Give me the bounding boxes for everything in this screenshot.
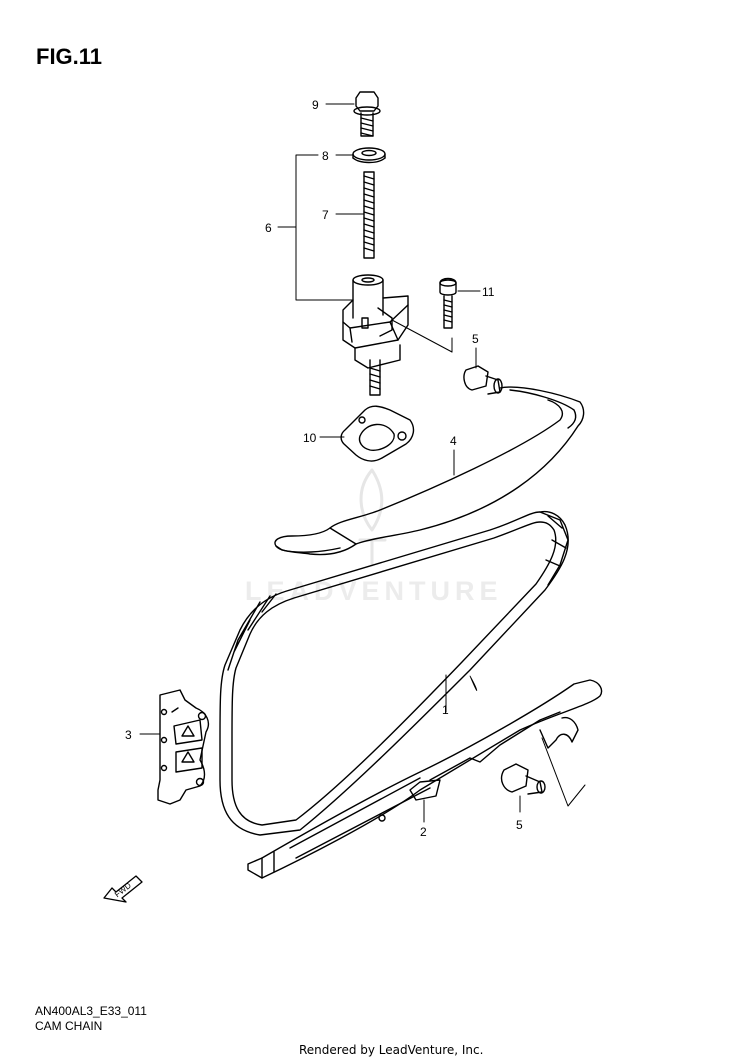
part-2-guide xyxy=(247,679,603,879)
part-1-cam-chain xyxy=(219,510,569,836)
watermark-flame-icon xyxy=(358,468,387,567)
part-10-gasket xyxy=(340,405,415,462)
callout-5-upper: 5 xyxy=(472,332,479,346)
figure-title: FIG.11 xyxy=(36,44,103,69)
callout-9: 9 xyxy=(312,98,319,112)
part-8-washer xyxy=(352,147,386,164)
callout-8: 8 xyxy=(322,149,329,163)
callout-10: 10 xyxy=(303,431,317,445)
part-9-bolt xyxy=(353,91,381,137)
part-5-upper-pivot-bolt xyxy=(463,365,503,395)
part-6-tensioner xyxy=(342,274,453,396)
fwd-arrow-icon xyxy=(103,875,143,903)
callout-5-lower: 5 xyxy=(516,818,523,832)
part-5-lower-pivot-bolt xyxy=(500,763,546,795)
rendered-by-credit: Rendered by LeadVenture, Inc. xyxy=(299,1043,484,1057)
callout-1: 1 xyxy=(442,703,449,717)
callout-7: 7 xyxy=(322,208,329,222)
callout-2: 2 xyxy=(420,825,427,839)
part-3-chain-guide xyxy=(157,689,210,805)
diagram-code: AN400AL3_E33_011 xyxy=(35,1004,147,1018)
part-4-tensioner-guide xyxy=(274,386,585,556)
callout-4: 4 xyxy=(450,434,457,448)
callout-3: 3 xyxy=(125,728,132,742)
leader-lines xyxy=(139,103,586,823)
part-7-spring xyxy=(363,171,375,259)
diagram-caption: CAM CHAIN xyxy=(35,1019,103,1033)
callout-11: 11 xyxy=(482,285,495,299)
part-11-bolt xyxy=(439,277,457,329)
callout-6: 6 xyxy=(265,221,272,235)
